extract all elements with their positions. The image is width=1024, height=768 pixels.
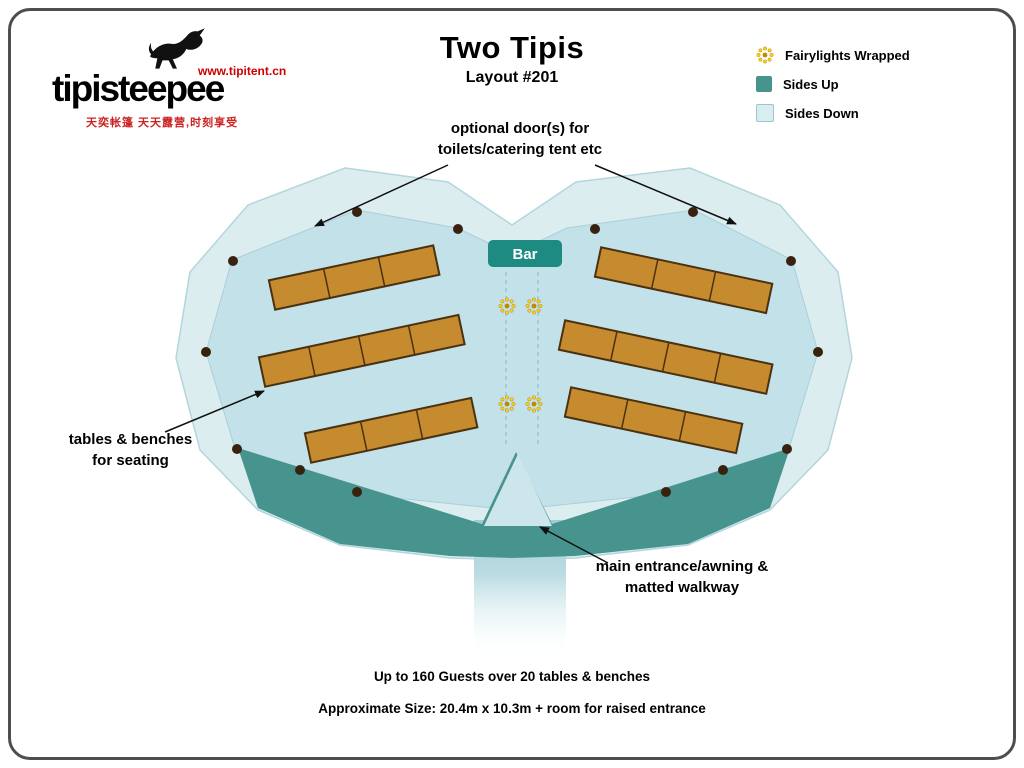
- table-row: [303, 396, 479, 464]
- legend-item-fairylights: Fairylights Wrapped: [756, 46, 910, 64]
- annotation-line: tables & benches: [68, 431, 193, 448]
- table-row: [563, 386, 744, 455]
- legend-label: Sides Up: [783, 76, 839, 92]
- annotation-arrows: [164, 164, 737, 564]
- tent-pole: [590, 224, 600, 234]
- fairylight-icon: [525, 395, 543, 413]
- size-note: Approximate Size: 20.4m x 10.3m + room f…: [318, 701, 706, 716]
- tent-pole: [813, 347, 823, 357]
- sides-down-swatch: [756, 104, 774, 122]
- annotation-line: toilets/catering tent etc: [437, 141, 603, 158]
- tent-pole: [295, 465, 305, 475]
- legend-label: Sides Down: [785, 105, 859, 121]
- annotation-tables-benches: tables & benches for seating: [38, 429, 223, 471]
- fairylight-icon: [525, 297, 543, 315]
- tent-pole: [232, 444, 242, 454]
- sides-up-swatch: [756, 76, 772, 92]
- arrow-optional-door-left: [314, 164, 449, 227]
- page-title: Two Tipis: [439, 30, 585, 65]
- tent-pole: [786, 256, 796, 266]
- brand-url: www.tipitent.cn: [198, 64, 287, 78]
- table-row: [557, 319, 774, 395]
- bar-area: Bar: [488, 240, 562, 267]
- fairylights-legend-icon: [756, 46, 774, 64]
- tent-pole: [453, 224, 463, 234]
- legend: Fairylights Wrapped Sides Up Sides Down: [756, 46, 910, 122]
- legend-label: Fairylights Wrapped: [785, 47, 910, 63]
- centre-dashed-lines: [505, 272, 539, 448]
- tent-pole: [661, 487, 671, 497]
- annotation-line: optional door(s) for: [450, 120, 590, 137]
- bar-label: Bar: [512, 246, 537, 263]
- annotation-optional-doors: optional door(s) for toilets/catering te…: [360, 118, 680, 160]
- fairylight-icon: [498, 395, 516, 413]
- legend-item-sides-down: Sides Down: [756, 104, 910, 122]
- entrance-matting: [484, 454, 552, 526]
- tent-pole: [201, 347, 211, 357]
- arrow-entrance: [539, 526, 609, 564]
- tent-pole: [782, 444, 792, 454]
- table-row: [267, 244, 441, 311]
- annotation-line: matted walkway: [624, 579, 740, 596]
- tent-pole: [688, 207, 698, 217]
- arrow-tables: [164, 390, 265, 433]
- brand-name: tipisteepee: [52, 68, 225, 109]
- tent-pole: [228, 256, 238, 266]
- title-block: Two Tipis Layout #201: [0, 30, 1024, 87]
- tent-pole: [352, 487, 362, 497]
- annotation-main-entrance: main entrance/awning & matted walkway: [562, 556, 802, 598]
- legend-item-sides-up: Sides Up: [756, 76, 910, 92]
- brand-logo: www.tipitent.cn tipisteepee 天奕帐篷 天天露营,时刻…: [42, 26, 332, 136]
- tables: [257, 244, 774, 464]
- horse-logo-icon: [148, 28, 205, 69]
- tent-pole: [718, 465, 728, 475]
- page-subtitle: Layout #201: [465, 69, 559, 86]
- table-row: [257, 313, 466, 388]
- arrow-optional-door-right: [594, 164, 737, 225]
- table-row: [593, 246, 774, 315]
- capacity-note: Up to 160 Guests over 20 tables & benche…: [373, 669, 651, 684]
- tent-pole: [352, 207, 362, 217]
- brand-tagline: 天奕帐篷 天天露营,时刻享受: [86, 117, 239, 129]
- annotation-line: for seating: [92, 452, 169, 469]
- annotation-line: main entrance/awning &: [595, 558, 769, 575]
- fairylight-icon: [498, 297, 516, 315]
- tent-poles: [201, 207, 823, 497]
